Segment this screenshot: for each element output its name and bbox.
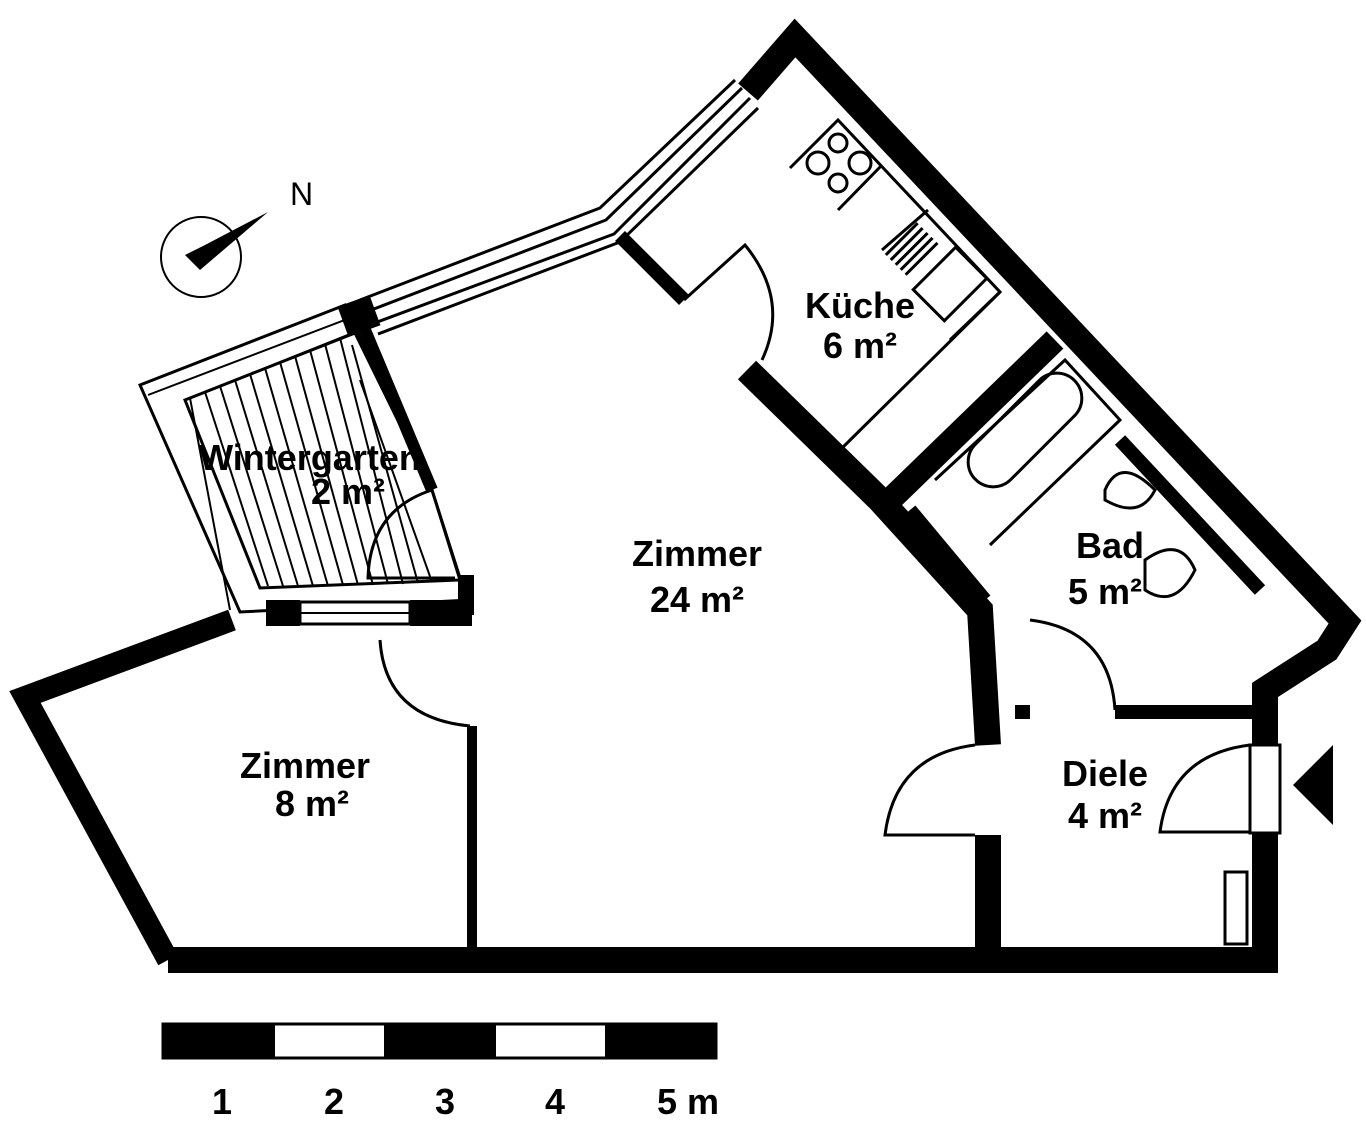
room-name-kueche: Küche	[805, 285, 915, 326]
kitchen-counter	[788, 117, 1003, 457]
scale-tick-2: 2	[324, 1081, 344, 1122]
scale-segment-5	[605, 1024, 716, 1058]
room-name-wintergarten: Wintergarten	[199, 437, 421, 478]
north-east-wall	[738, 18, 1362, 745]
kitchen-west-wall	[615, 231, 689, 305]
wintergarten-deck	[183, 331, 463, 590]
wintergarten-east-wall	[359, 327, 438, 493]
north-window-band	[359, 78, 760, 336]
room-area-bad: 5 m²	[1068, 571, 1142, 612]
entrance-frame	[1248, 743, 1282, 835]
room-name-zimmer-gross: Zimmer	[632, 533, 762, 574]
room-name-bad: Bad	[1076, 525, 1144, 566]
bath-fixtures	[933, 357, 1197, 599]
scale-tick-3: 3	[435, 1081, 455, 1122]
room-name-diele: Diele	[1062, 753, 1148, 794]
bath-inner-wall	[1114, 435, 1266, 595]
kitchen-bath-wall	[881, 331, 1064, 509]
wintergarten-slats	[204, 337, 433, 587]
wintergarten-south-wall-left	[266, 600, 300, 626]
door-kueche	[682, 242, 775, 361]
door-zimmer-klein	[378, 639, 471, 728]
room-labels: Wintergarten 2 m² Küche 6 m² Zimmer 24 m…	[199, 285, 1148, 836]
interior-walls	[378, 231, 1282, 950]
north-arrow-icon	[185, 212, 268, 270]
wintergarten	[137, 303, 474, 626]
west-wall	[9, 609, 236, 966]
room-area-kueche: 6 m²	[823, 325, 897, 366]
door-zimmer-gross	[883, 743, 976, 837]
wintergarten-corner	[458, 575, 474, 615]
room-area-zimmer-gross: 24 m²	[650, 579, 744, 620]
north-label: N	[290, 176, 313, 212]
entrance-arrow-icon	[1293, 745, 1333, 825]
compass-circle-icon	[160, 216, 242, 298]
door-entrance	[1158, 743, 1251, 834]
door-bad	[1029, 618, 1117, 711]
scale-tick-5: 5 m	[657, 1081, 719, 1122]
scale-bar: 1 2 3 4 5 m	[161, 1022, 719, 1122]
room-area-zimmer-klein: 8 m²	[275, 783, 349, 824]
exterior-walls	[9, 18, 1362, 973]
bathtub-icon	[933, 357, 1123, 547]
sink-icon	[884, 222, 989, 323]
diele-niche	[1223, 870, 1249, 946]
scale-segment-3	[384, 1024, 496, 1058]
scale-segment-1	[163, 1024, 275, 1058]
washbasin-icon	[1143, 548, 1197, 599]
kitchen-south-wall	[737, 360, 1001, 746]
room-area-diele: 4 m²	[1068, 795, 1142, 836]
east-wall	[1000, 830, 1278, 973]
room-area-wintergarten: 2 m²	[311, 471, 385, 512]
stove-icon	[805, 132, 873, 194]
room-name-zimmer-klein: Zimmer	[240, 745, 370, 786]
north-compass: N	[160, 176, 313, 298]
scale-tick-1: 1	[212, 1081, 232, 1122]
toilet-icon	[1103, 471, 1157, 510]
bath-west-wall	[904, 505, 991, 605]
scale-tick-4: 4	[545, 1081, 565, 1122]
window-pillar	[337, 295, 381, 337]
wintergarten-door	[366, 488, 455, 580]
wintergarten-outer-frame	[147, 316, 368, 611]
